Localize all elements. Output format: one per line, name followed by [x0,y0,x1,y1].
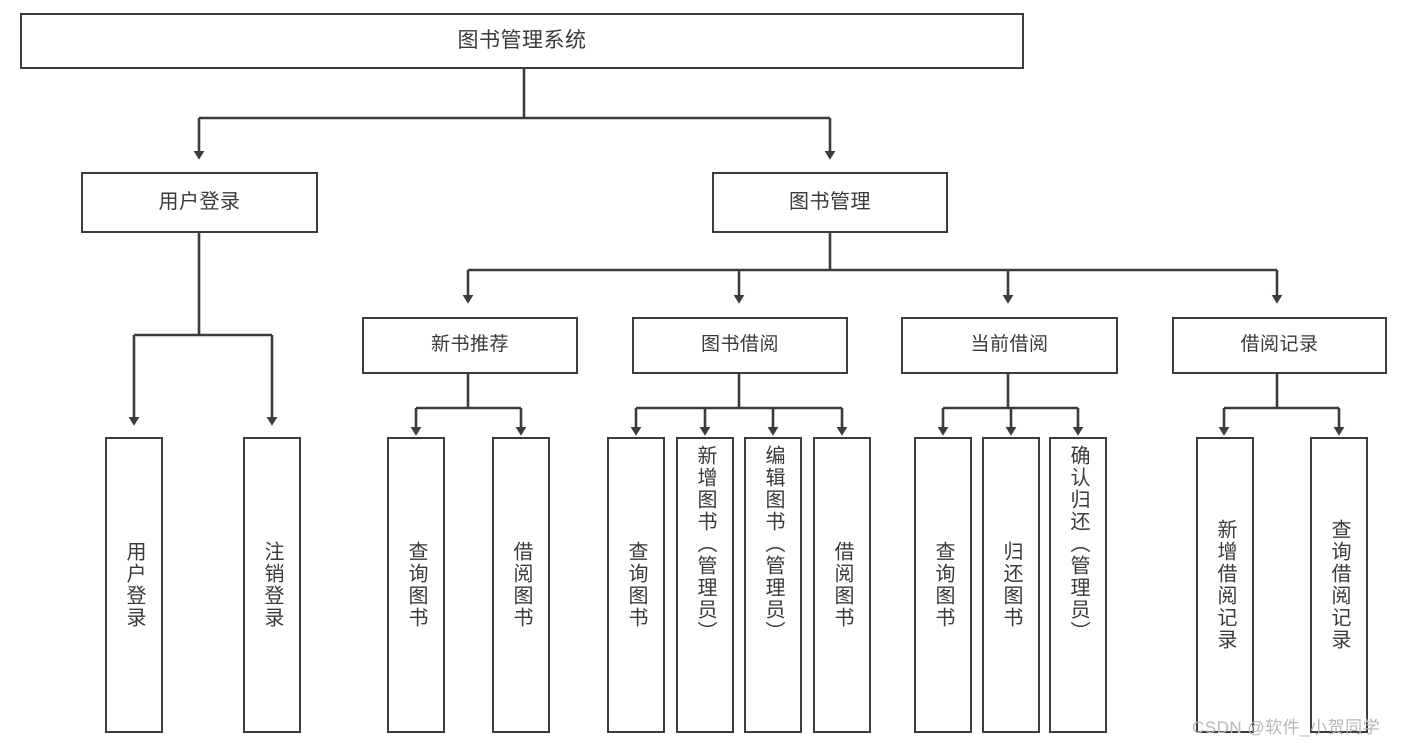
node-leaf-return-book-label: 归还图书 [1000,541,1022,629]
node-leaf-query-record[interactable]: 查询借阅记录 [1310,437,1368,733]
node-leaf-borrow-book-2-label: 借阅图书 [831,541,853,629]
node-leaf-query-record-label: 查询借阅记录 [1328,519,1350,651]
node-leaf-query-book-3[interactable]: 查询图书 [914,437,972,733]
node-book-manage[interactable]: 图书管理 [712,172,948,233]
node-leaf-add-record-label: 新增借阅记录 [1214,519,1236,651]
node-user-login[interactable]: 用户登录 [81,172,318,233]
node-borrow-record-label: 借阅记录 [1240,334,1319,356]
node-leaf-confirm-return-label: 确认归还（管理员） [1067,445,1089,643]
node-leaf-add-book-label: 新增图书（管理员） [694,445,716,643]
node-leaf-borrow-book-2[interactable]: 借阅图书 [813,437,871,733]
node-user-login-label: 用户登录 [158,190,241,213]
node-leaf-query-book-1-label: 查询图书 [405,541,427,629]
node-borrow-record[interactable]: 借阅记录 [1172,317,1387,374]
node-leaf-query-book-2-label: 查询图书 [625,541,647,629]
csdn-watermark: CSDN @软件_小贺同学 [1192,718,1381,737]
node-leaf-edit-book[interactable]: 编辑图书（管理员） [744,437,802,733]
node-new-book-rec-label: 新书推荐 [430,334,509,356]
node-leaf-logout-label: 注销登录 [261,541,283,629]
node-leaf-query-book-3-label: 查询图书 [932,541,954,629]
node-leaf-edit-book-label: 编辑图书（管理员） [762,445,784,643]
node-leaf-logout[interactable]: 注销登录 [243,437,301,733]
node-book-borrow-label: 图书借阅 [700,334,779,356]
node-root[interactable]: 图书管理系统 [20,13,1024,69]
node-leaf-confirm-return[interactable]: 确认归还（管理员） [1049,437,1107,733]
node-current-borrow-label: 当前借阅 [970,334,1049,356]
node-leaf-query-book-2[interactable]: 查询图书 [607,437,665,733]
node-leaf-add-record[interactable]: 新增借阅记录 [1196,437,1254,733]
node-leaf-user-login-label: 用户登录 [123,541,145,629]
node-book-manage-label: 图书管理 [789,190,871,213]
node-leaf-query-book-1[interactable]: 查询图书 [387,437,445,733]
node-new-book-rec[interactable]: 新书推荐 [362,317,578,374]
node-leaf-return-book[interactable]: 归还图书 [982,437,1040,733]
node-leaf-borrow-book-1[interactable]: 借阅图书 [492,437,550,733]
node-root-label: 图书管理系统 [457,28,587,52]
node-leaf-add-book[interactable]: 新增图书（管理员） [676,437,734,733]
node-book-borrow[interactable]: 图书借阅 [632,317,848,374]
node-leaf-user-login[interactable]: 用户登录 [105,437,163,733]
node-current-borrow[interactable]: 当前借阅 [901,317,1118,374]
node-leaf-borrow-book-1-label: 借阅图书 [510,541,532,629]
